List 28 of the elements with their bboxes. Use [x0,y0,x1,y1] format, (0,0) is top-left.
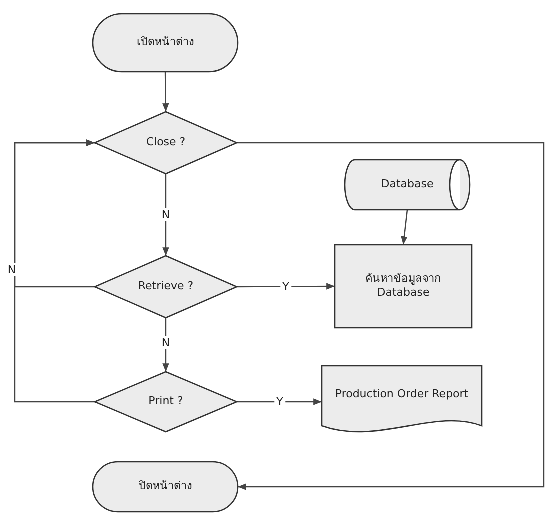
node-label: Print ? [148,394,184,410]
terminal-shape [93,462,238,512]
edge-label: Y [280,280,292,294]
node-label: ปิดหน้าต่าง [138,480,193,494]
arrow [237,283,335,290]
edge-label: N [160,336,172,350]
arrow [162,318,170,372]
node-label: Production Order Report [334,387,470,402]
edge-label: N [160,208,172,222]
decision-diamond [95,256,237,318]
arrow [237,398,322,406]
process-box [335,245,472,328]
decision-diamond [95,372,237,432]
node-label: ค้นหาข้อมูลจาก Database [364,272,442,302]
arrow [237,142,545,490]
edge-label: N [6,264,18,276]
database-cylinder [345,160,470,210]
node-label: เปิดหน้าต่าง [136,36,195,50]
node-label: Close ? [145,136,187,150]
arrow [401,210,408,246]
arrow [162,72,170,112]
decision-diamond [95,112,237,174]
edge-label: Y [274,396,286,408]
terminal-shape [93,14,238,72]
node-label: Retrieve ? [137,280,195,294]
arrow [162,174,170,256]
arrow [14,140,95,403]
node-label: Database [380,178,435,192]
